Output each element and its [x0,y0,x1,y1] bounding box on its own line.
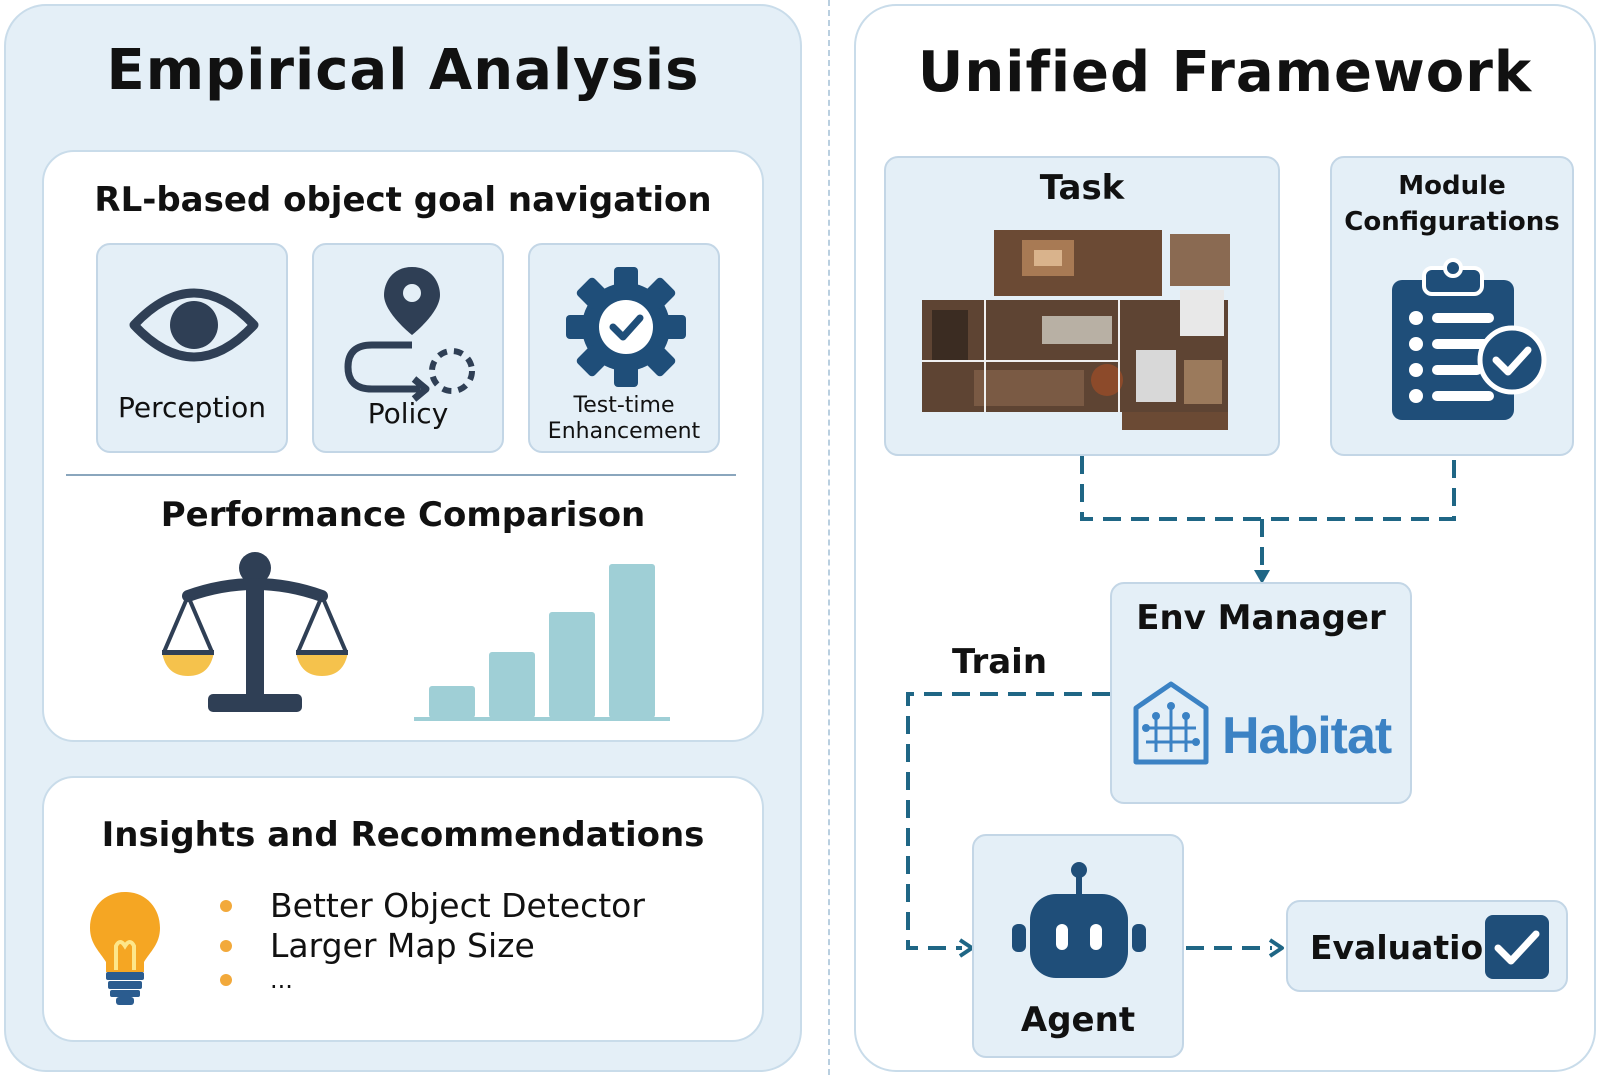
insight-3: ... [270,966,293,994]
module-config-label: Module Configurations [1330,168,1574,240]
agent-label: Agent [1020,1000,1136,1040]
evaluation-label: Evaluation [1310,928,1507,967]
list-item: Larger Map Size [220,926,535,965]
task-label: Task [1039,168,1125,208]
perception-label: Perception [117,391,267,424]
module-config-line1: Module [1398,171,1506,201]
balance-scale-icon [162,552,348,712]
insights-title: Insights and Recommendations [101,815,705,855]
insight-2: Larger Map Size [270,926,535,965]
list-item: ... [220,966,293,994]
bar-chart-icon [414,564,670,721]
route-pin-icon [344,267,475,402]
rl-section-title: RL-based object goal navigation [94,180,712,220]
eye-icon [129,288,259,362]
bullet-dot [220,974,232,986]
habitat-logo-icon [1133,681,1209,765]
unified-framework-title: Unified Framework [917,40,1533,105]
test-time-label-line1: Test-time [573,393,675,418]
bullet-dot [220,939,232,952]
gear-check-icon [566,267,686,387]
bullet-dot [220,899,232,912]
insights-list: Better Object Detector Larger Map Size .… [220,886,740,1016]
insight-1: Better Object Detector [270,886,645,925]
test-time-enhancement-tile: Test-time Enhancement [528,243,720,453]
section-separator [66,474,736,476]
floorplan-image [922,230,1230,430]
policy-label: Policy [367,397,449,430]
test-time-label-line2: Enhancement [547,419,701,444]
clipboard-check-icon [1392,258,1547,420]
robot-icon [1012,862,1146,978]
train-line [906,692,1110,950]
habitat-brand: Habitat [1222,707,1392,765]
lightbulb-icon [90,892,160,1005]
policy-tile: Policy [312,243,504,453]
perception-tile: Perception [96,243,288,453]
performance-comparison-title: Performance Comparison [160,495,646,535]
train-label: Train [952,642,1048,682]
env-manager-label: Env Manager [1136,598,1386,638]
task-config-merge-line [1080,456,1456,521]
empirical-analysis-title: Empirical Analysis [106,38,700,103]
list-item: Better Object Detector [220,886,645,925]
checkbox-icon [1485,915,1549,979]
insights-card [42,776,764,1042]
test-time-label: Test-time Enhancement [530,393,718,445]
panel-divider [828,0,830,1075]
env-manager-tile [1110,582,1412,804]
module-config-line2: Configurations [1344,207,1560,237]
